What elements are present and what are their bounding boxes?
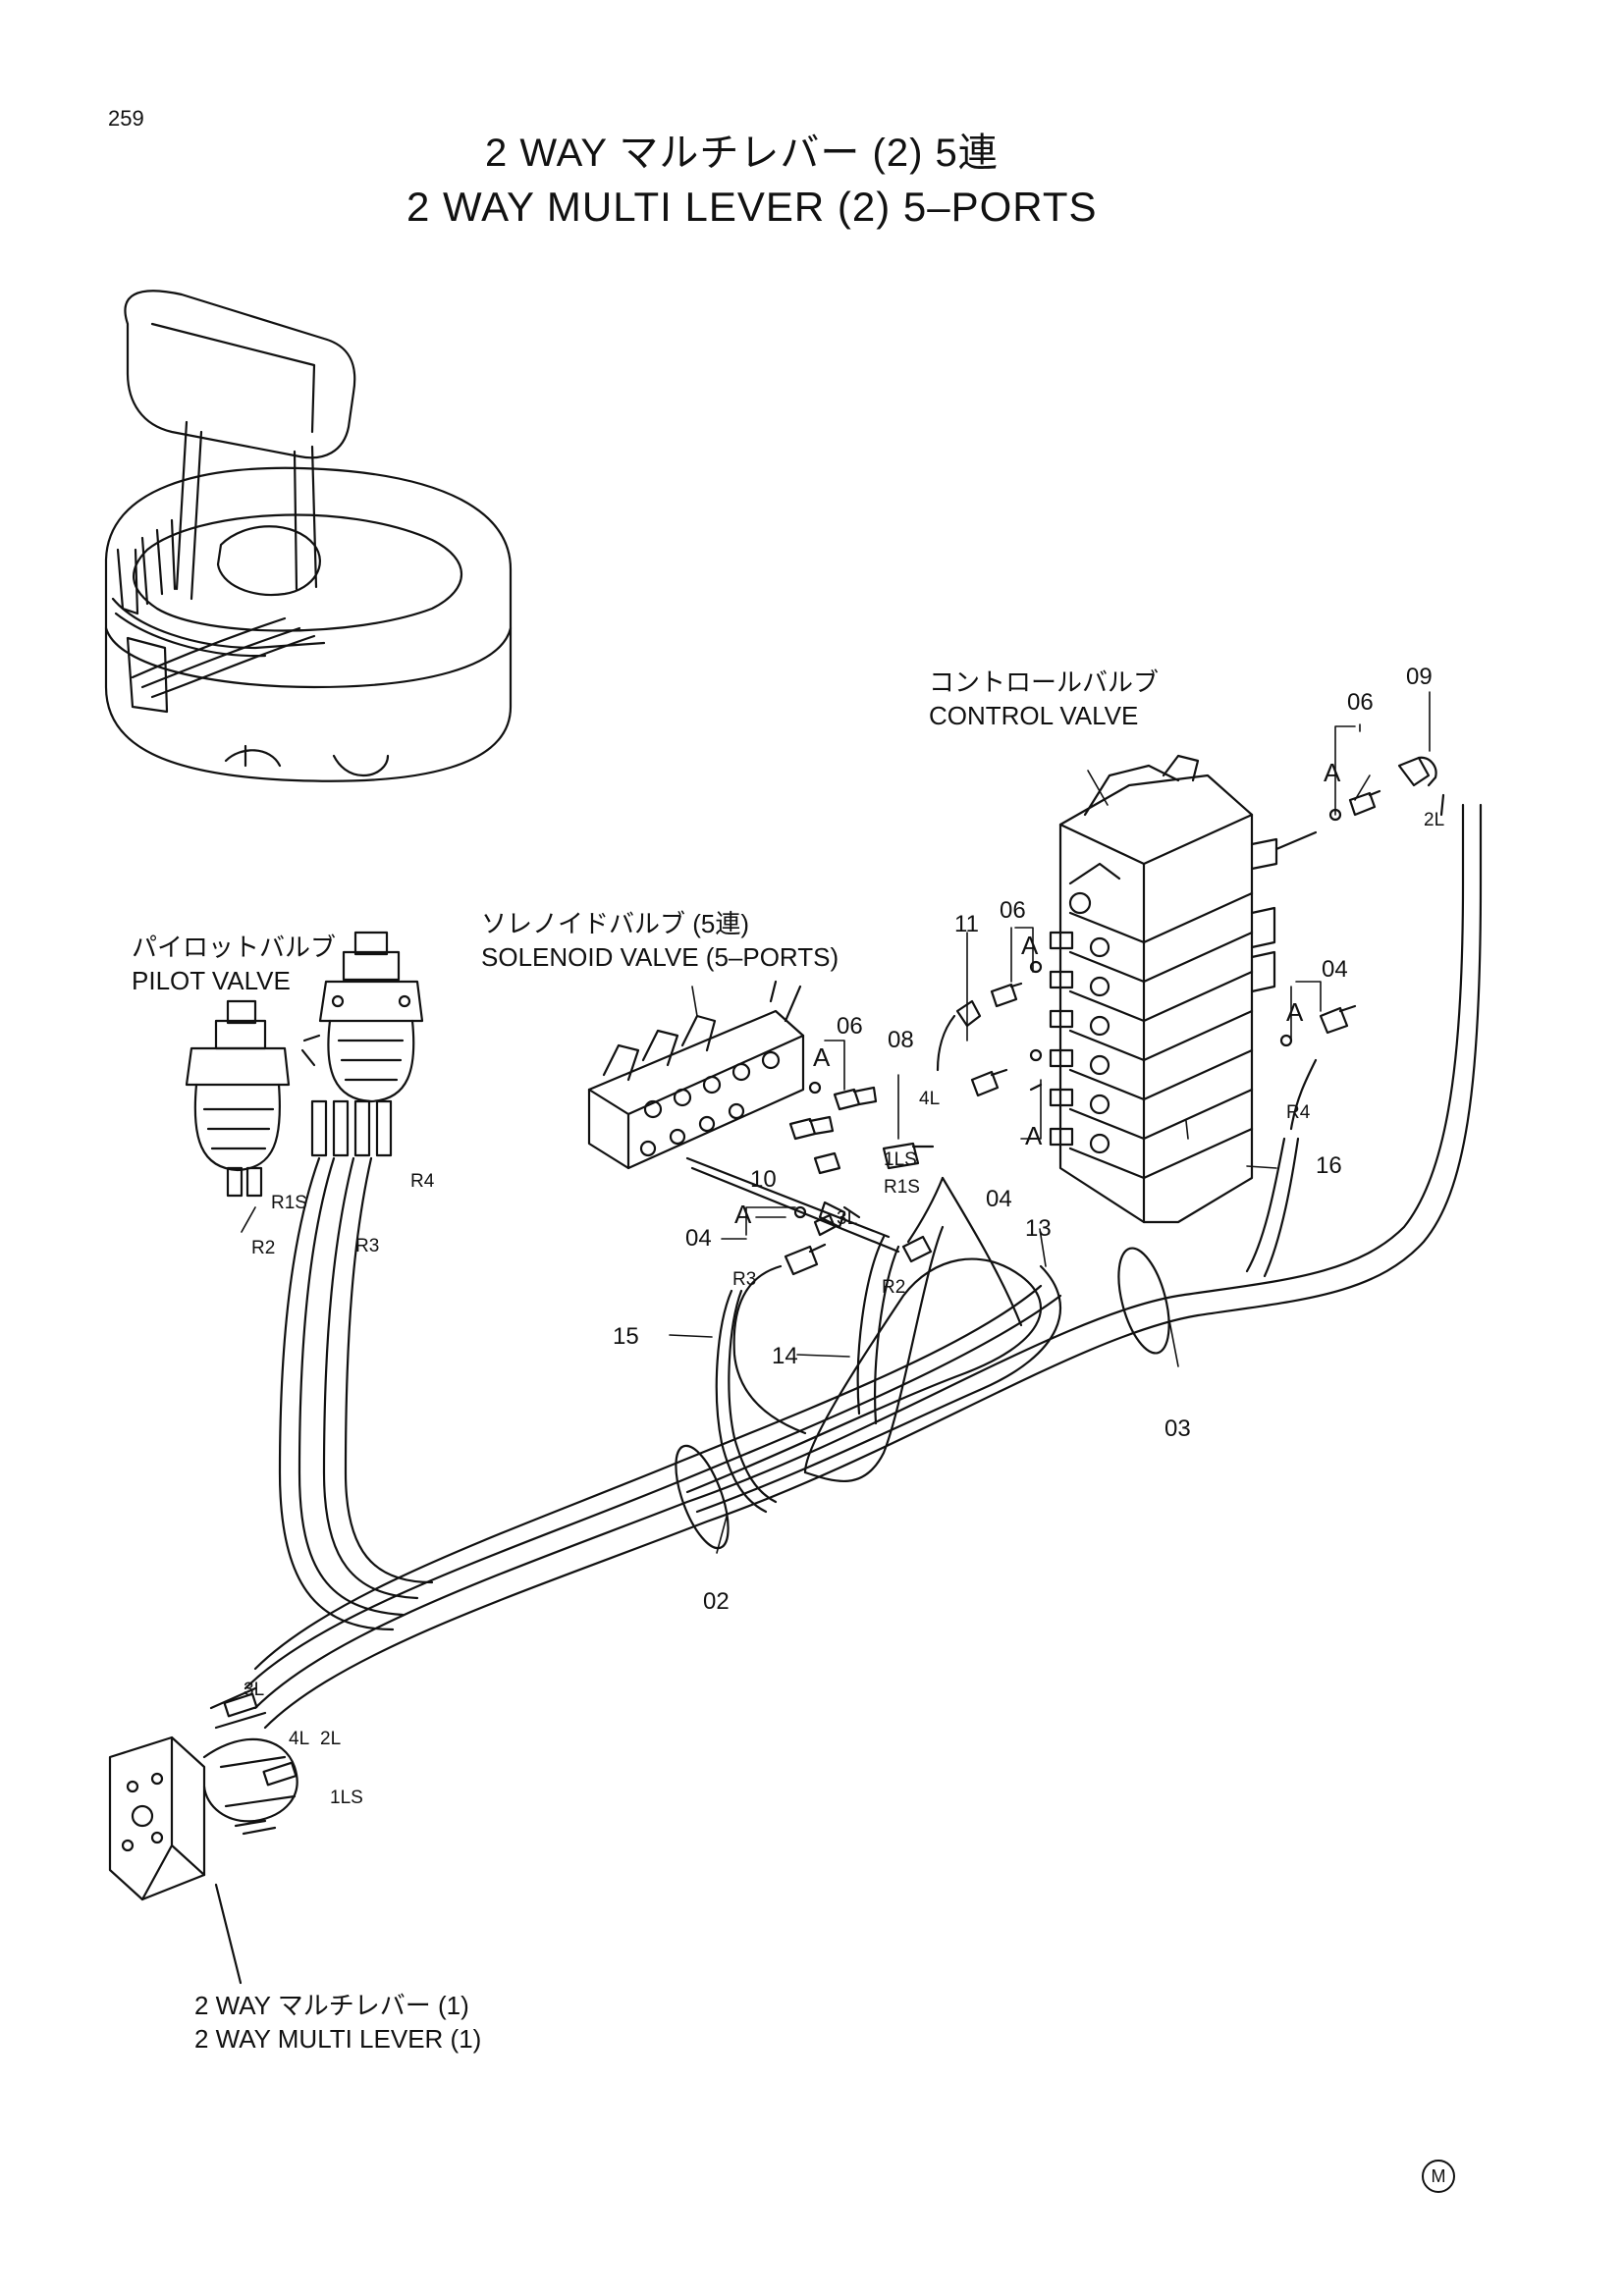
port-label-1ls: 1LS [330, 1788, 363, 1808]
multi-lever-1-label-en: 2 WAY MULTI LEVER (1) [194, 2024, 482, 2054]
part-number-11: 11 [954, 911, 979, 937]
part-number-08: 08 [888, 1027, 914, 1053]
part-number-10: 10 [750, 1166, 777, 1193]
port-label-r3: R3 [732, 1269, 757, 1290]
part-number-03: 03 [1164, 1415, 1191, 1442]
part-number-16: 16 [1316, 1152, 1342, 1179]
solenoid-valve-label-jp: ソレノイドバルブ (5連) [481, 909, 750, 938]
part-number-06: 06 [1000, 897, 1026, 924]
port-label-r4: R4 [410, 1171, 435, 1192]
port-label-4l: 4L [289, 1729, 310, 1749]
multi-lever-1-label-jp: 2 WAY マルチレバー (1) [194, 1991, 469, 2020]
pilot-valve-drawing [185, 931, 424, 1198]
solenoid-valve-drawing [587, 980, 900, 1254]
detail-marker-a: A [734, 1200, 752, 1229]
part-number-13: 13 [1025, 1215, 1052, 1242]
part-number-04: 04 [986, 1186, 1012, 1212]
leader-lines [241, 691, 1431, 1554]
detail-marker-a: A [1324, 758, 1341, 787]
page-number: 259 [108, 106, 144, 131]
hose-clamps [675, 1247, 1170, 1550]
port-label-2l: 2L [1424, 810, 1445, 830]
port-label-r4: R4 [1286, 1102, 1311, 1123]
port-label-r3: R3 [355, 1236, 380, 1256]
control-valve-fittings [936, 756, 1445, 1131]
part-number-09: 09 [1406, 664, 1433, 690]
part-number-06: 06 [1347, 689, 1374, 716]
solenoid-valve-label-en: SOLENOID VALVE (5–PORTS) [481, 942, 839, 972]
port-label-2l: 2L [320, 1729, 342, 1749]
detail-marker-a: A [1025, 1121, 1043, 1150]
excavator-cab-illustration [104, 290, 513, 782]
detail-marker-a: A [813, 1042, 831, 1072]
port-label-3l: 3L [837, 1208, 858, 1229]
part-number-14: 14 [772, 1343, 798, 1369]
part-number-04: 04 [1322, 956, 1348, 983]
port-label-r2: R2 [882, 1277, 906, 1298]
part-number-06: 06 [837, 1013, 863, 1040]
pilot-hose-bundle [278, 1156, 434, 1631]
detail-marker-a: A [1286, 997, 1304, 1027]
control-valve-label-en: CONTROL VALVE [929, 701, 1139, 730]
main-hose-bundle [244, 803, 1483, 1730]
footer-m-mark: M [1422, 2160, 1455, 2193]
port-label-4l: 4L [919, 1089, 941, 1109]
part-number-02: 02 [703, 1588, 730, 1615]
port-label-r2: R2 [251, 1238, 276, 1258]
port-label-1ls: 1LS [884, 1149, 917, 1170]
multi-lever-1-drawing [108, 1686, 298, 1985]
detail-marker-a: A [1021, 931, 1039, 960]
solenoid-hoses [732, 1176, 1023, 1435]
part-number-15: 15 [613, 1323, 639, 1350]
solenoid-fittings [784, 1081, 945, 1276]
port-label-3l: 3L [244, 1680, 265, 1700]
part-number-04: 04 [685, 1225, 712, 1252]
control-valve-drawing [1049, 754, 1278, 1224]
title-japanese: 2 WAY マルチレバー (2) 5連 [485, 132, 999, 175]
pilot-valve-label-jp: パイロットバルブ [132, 933, 337, 962]
port-label-r1s: R1S [884, 1177, 920, 1198]
title-english: 2 WAY MULTI LEVER (2) 5–PORTS [406, 184, 1098, 230]
control-valve-label-jp: コントロールバルブ [929, 667, 1160, 697]
pilot-valve-label-en: PILOT VALVE [132, 966, 291, 995]
port-label-r1s: R1S [271, 1193, 307, 1213]
